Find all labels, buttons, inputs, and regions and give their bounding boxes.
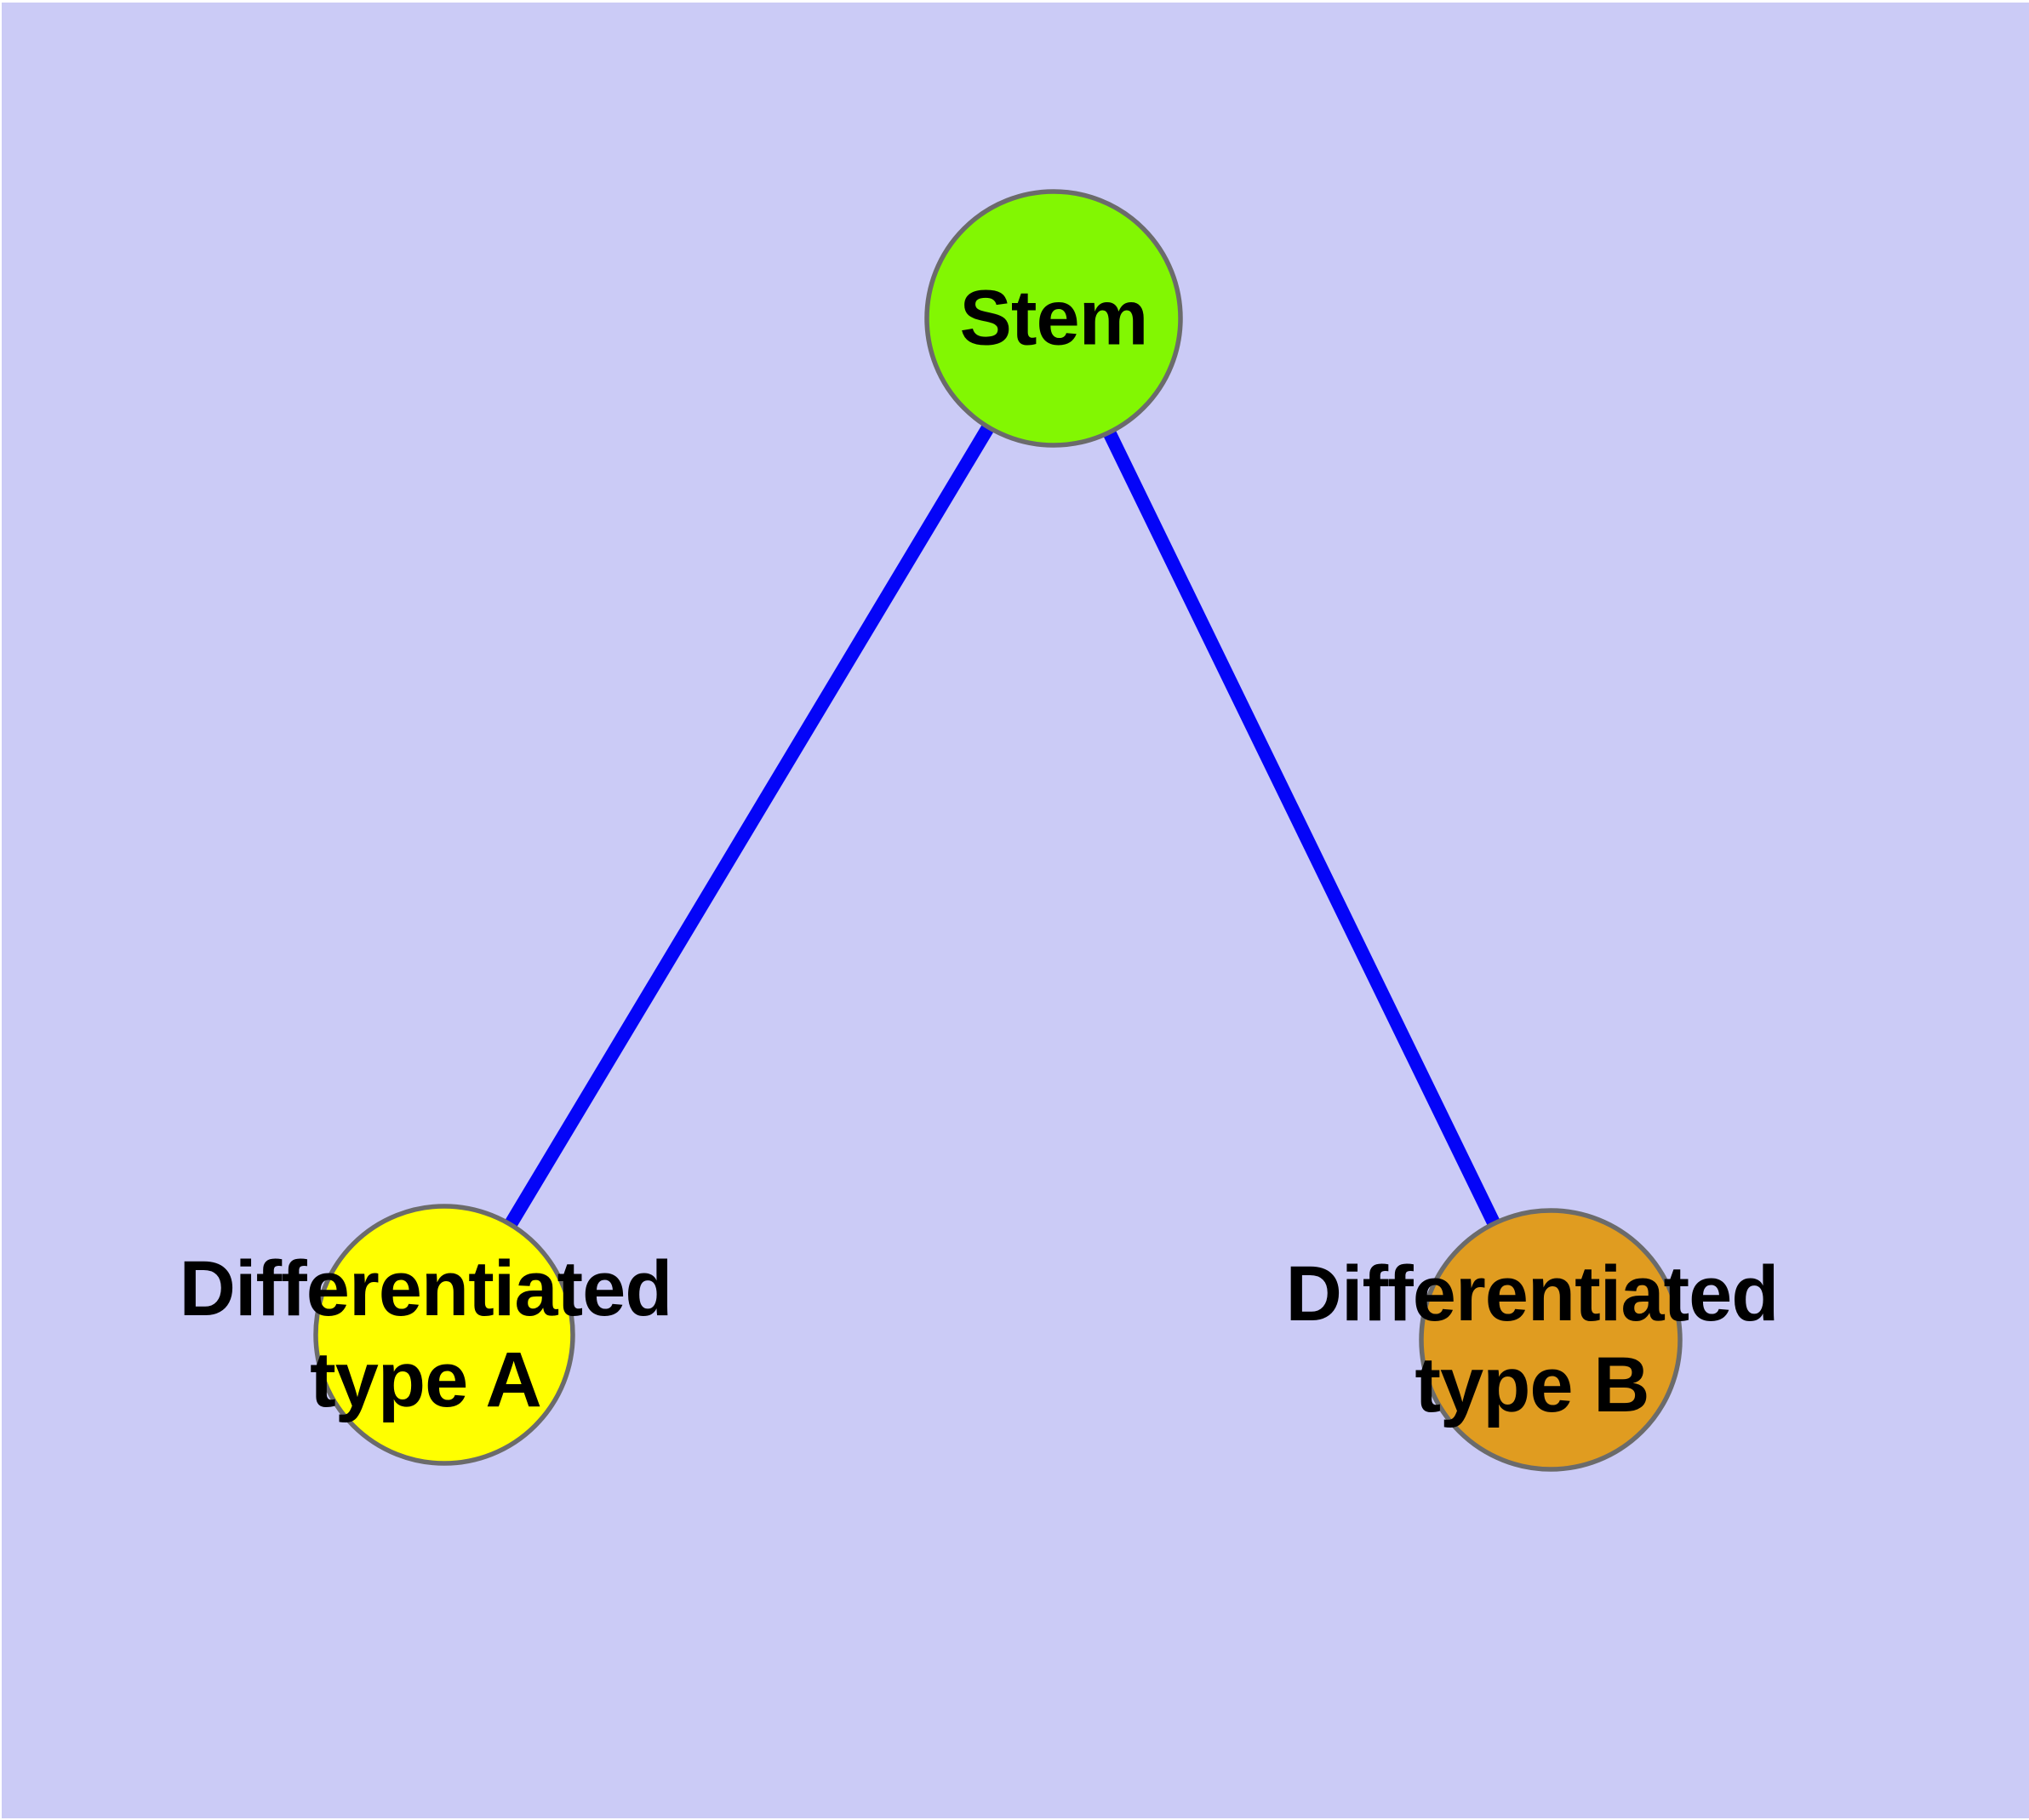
edge-stem-to-type-a (438, 314, 1060, 1339)
label-line: Stem (959, 274, 1149, 362)
edge-stem-to-type-b (1047, 315, 1557, 1343)
node-label-stem: Stem (959, 273, 1149, 364)
label-line: Differentiated (1285, 1251, 1780, 1337)
node-label-differentiated-type-b: Differentiated type B (1285, 1249, 1780, 1431)
label-line: type A (310, 1336, 542, 1423)
label-line: type B (1415, 1342, 1649, 1428)
node-differentiated-type-a (313, 1204, 575, 1466)
node-differentiated-type-b (1419, 1208, 1683, 1472)
node-label-differentiated-type-a: Differentiated type A (179, 1244, 673, 1426)
label-line: Differentiated (179, 1245, 673, 1332)
node-stem (924, 189, 1183, 448)
stem-cell-differentiation-graph (313, 189, 1683, 1472)
diagram-canvas: Stem Differentiated type A Differentiate… (2, 3, 2029, 1818)
